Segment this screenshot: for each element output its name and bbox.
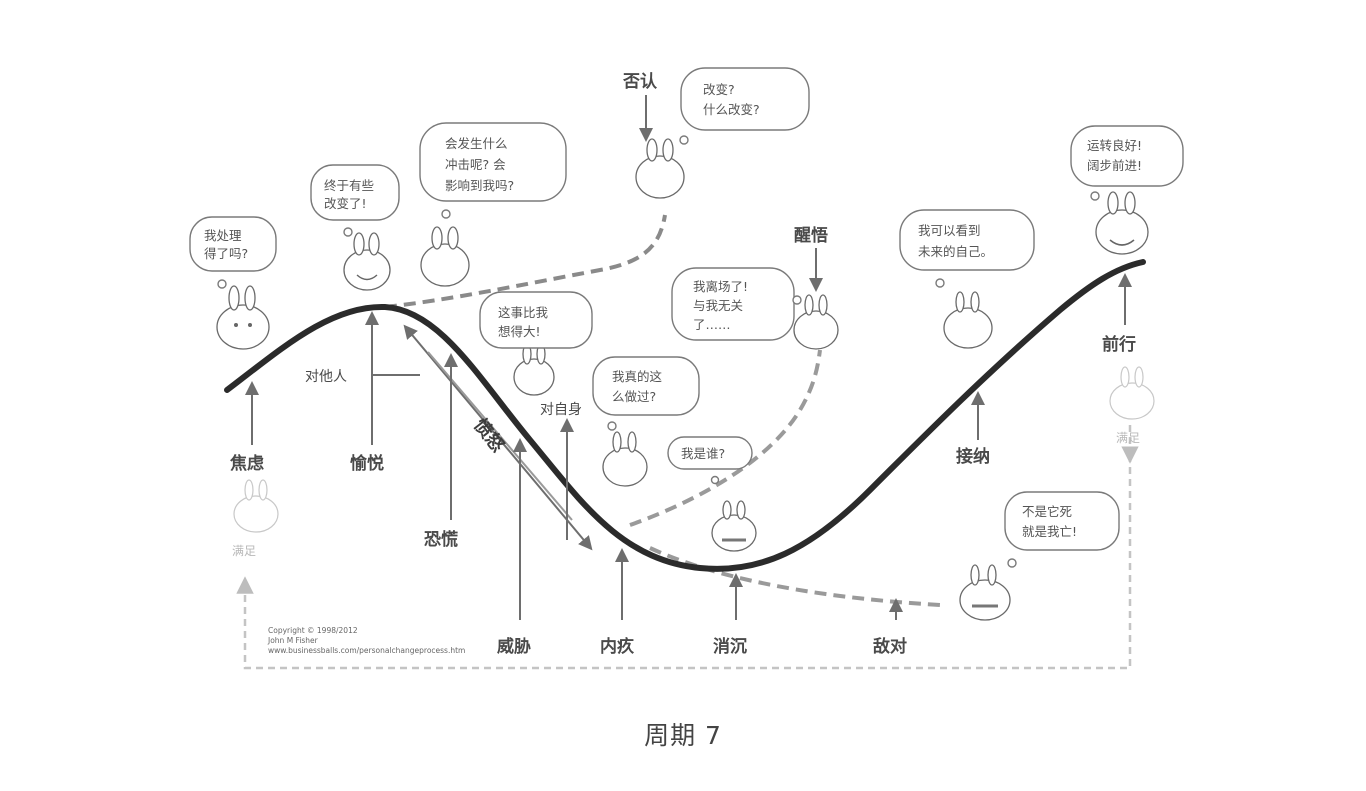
label-guilt: 内疚 xyxy=(600,636,635,657)
bubble-bigger-line1: 这事比我 xyxy=(498,305,549,320)
bubble-future-line1: 我可以看到 xyxy=(918,223,981,238)
rabbit-bigger-icon xyxy=(513,343,555,396)
bubble-future-line2: 未来的自己。 xyxy=(918,244,993,259)
label-anger: 愤怒 xyxy=(469,414,509,456)
bubble-change-what: 改变? 什么改变? xyxy=(679,67,810,145)
label-anxiety: 焦虑 xyxy=(229,453,264,474)
rabbit-did-i-icon xyxy=(602,431,648,487)
rabbit-anxiety-icon xyxy=(216,285,270,350)
bubble-can-see-future: 我可以看到 未来的自己。 xyxy=(899,209,1035,288)
rabbit-satisfied-left-icon xyxy=(233,479,279,533)
bubble-me-or-it-line1: 不是它死 xyxy=(1022,504,1072,519)
rabbit-satisfied-right-icon xyxy=(1109,366,1155,420)
bubble-did-i-do-that: 我真的这 么做过? xyxy=(592,356,700,431)
awakening-branch xyxy=(629,349,822,527)
figure-caption: 周期 7 xyxy=(644,721,722,750)
rabbit-acceptance-icon xyxy=(943,291,993,349)
label-acceptance: 接纳 xyxy=(956,446,990,467)
bubble-what-impact-line2: 冲击呢? 会 xyxy=(445,157,506,172)
anger-arrow-outer xyxy=(403,324,593,551)
bubble-finally-change: 终于有些 改变了! xyxy=(310,164,400,237)
label-denial: 否认 xyxy=(622,71,658,92)
bubble-me-or-it-line2: 就是我亡! xyxy=(1022,524,1077,539)
label-fear: 恐慌 xyxy=(424,529,458,550)
rabbit-denial-icon xyxy=(635,138,685,199)
rabbit-finally-icon xyxy=(343,232,391,291)
bubble-leaving-line1: 我离场了! xyxy=(693,279,748,294)
rabbit-depression-icon xyxy=(711,500,757,552)
label-satisfied-right: 满足 xyxy=(1116,431,1140,445)
label-threat: 威胁 xyxy=(497,636,531,657)
bubble-bigger-than-thought: 这事比我 想得大! xyxy=(479,291,593,349)
bubble-leaving-line2: 与我无关 xyxy=(693,298,743,313)
bubble-who-am-i: 我是谁? xyxy=(667,436,753,485)
bubble-finally-change-line2: 改变了! xyxy=(324,196,367,211)
rabbit-going-well-icon xyxy=(1095,191,1149,255)
bubble-bigger-line2: 想得大! xyxy=(498,324,541,339)
rabbit-hostility-icon xyxy=(959,564,1011,621)
copyright-line2: John M Fisher xyxy=(267,636,319,645)
bubble-did-i-line1: 我真的这 xyxy=(612,369,663,384)
bubble-going-well-line2: 阔步前进! xyxy=(1087,158,1142,173)
bubble-going-well-line1: 运转良好! xyxy=(1087,138,1142,153)
rabbit-impact-icon xyxy=(420,226,470,287)
bubble-can-i-cope: 我处理 得了吗? xyxy=(189,216,277,289)
label-to-self: 对自身 xyxy=(540,402,582,418)
label-moving-forward: 前行 xyxy=(1102,334,1136,355)
bubble-who-am-i-line1: 我是谁? xyxy=(681,446,725,461)
bubble-can-i-cope-line2: 得了吗? xyxy=(204,246,248,261)
bubble-leaving-line3: 了…… xyxy=(693,317,731,332)
copyright-line3: www.businessballs.com/personalchangeproc… xyxy=(268,646,465,655)
bubble-can-i-cope-line1: 我处理 xyxy=(204,228,242,243)
label-to-others: 对他人 xyxy=(305,369,347,385)
bubble-going-well: 运转良好! 阔步前进! xyxy=(1070,125,1184,201)
bubble-change-what-line1: 改变? xyxy=(703,82,735,97)
bubble-leaving: 我离场了! 与我无关 了…… xyxy=(671,267,802,341)
bubble-me-or-it: 不是它死 就是我亡! xyxy=(1004,491,1120,568)
hostility-branch xyxy=(649,546,941,607)
label-happiness: 愉悦 xyxy=(350,453,384,474)
bubble-what-impact-line3: 影响到我吗? xyxy=(445,178,514,193)
rabbit-leaving-icon xyxy=(793,294,839,350)
label-hostility: 敌对 xyxy=(873,636,907,657)
label-depression: 消沉 xyxy=(713,636,747,657)
bubble-what-impact: 会发生什么 冲击呢? 会 影响到我吗? xyxy=(419,122,567,219)
bubble-what-impact-line1: 会发生什么 xyxy=(445,136,508,151)
denial-branch xyxy=(384,214,667,309)
label-awakening: 醒悟 xyxy=(794,225,828,246)
bubble-change-what-line2: 什么改变? xyxy=(703,102,760,117)
bubble-did-i-line2: 么做过? xyxy=(612,389,656,404)
copyright-line1: Copyright © 1998/2012 xyxy=(268,626,358,635)
bubble-finally-change-line1: 终于有些 xyxy=(324,178,374,193)
label-satisfied-left: 满足 xyxy=(232,544,256,558)
change-curve xyxy=(224,259,1146,572)
